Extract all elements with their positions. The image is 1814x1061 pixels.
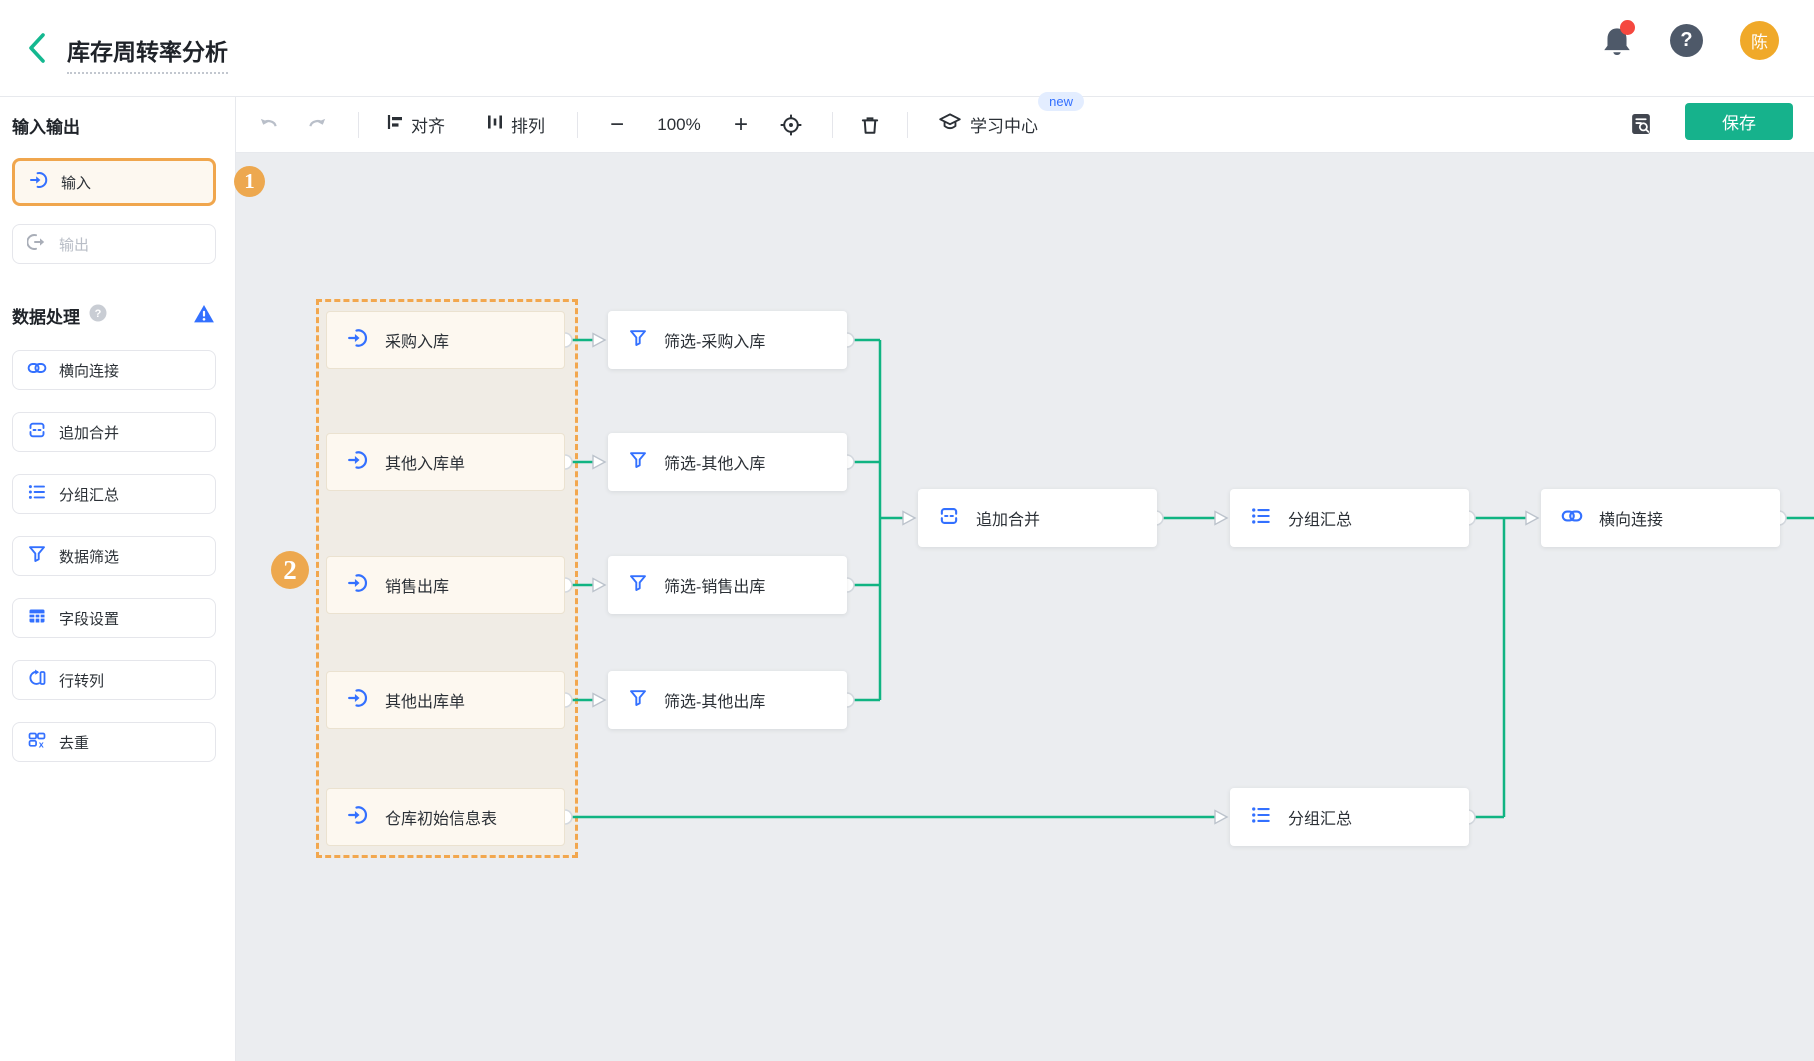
filter-icon — [628, 688, 648, 713]
filter-icon — [628, 573, 648, 598]
sidebar-item-output: 输出 — [12, 224, 216, 264]
learning-center-button[interactable]: 学习中心 new — [938, 92, 1084, 139]
sidebar-item-label: 追加合并 — [59, 424, 120, 442]
node-label: 筛选-其他出库 — [664, 694, 766, 711]
node-label: 追加合并 — [976, 512, 1041, 529]
node-input-other-out[interactable]: 其他出库单 — [326, 671, 565, 729]
chain-link-icon — [1561, 505, 1583, 532]
node-label: 销售出库 — [385, 579, 450, 596]
canvas-toolbar: 对齐 排列 − 100% + 学习中心 new 保 — [236, 92, 1814, 153]
node-input-warehouse-init[interactable]: 仓库初始信息表 — [326, 788, 565, 846]
node-label: 分组汇总 — [1288, 811, 1353, 828]
help-icon[interactable]: ? — [1670, 24, 1703, 57]
align-icon — [385, 112, 405, 137]
node-label: 分组汇总 — [1288, 512, 1353, 529]
sidebar-item-horizontal-join[interactable]: 横向连接 — [12, 350, 216, 390]
sidebar-item-field-settings[interactable]: 字段设置 — [12, 598, 216, 638]
node-filter-purchase-in[interactable]: 筛选-采购入库 — [608, 311, 847, 369]
node-filter-other-in[interactable]: 筛选-其他入库 — [608, 433, 847, 491]
align-button[interactable]: 对齐 — [385, 112, 445, 137]
sidebar: 输入输出 输入 输出 数据处理 — [0, 97, 236, 1061]
input-icon — [29, 170, 49, 194]
sidebar-item-label: 输出 — [59, 236, 90, 254]
input-icon — [347, 687, 369, 714]
sidebar-item-group-summary[interactable]: 分组汇总 — [12, 474, 216, 514]
node-label: 横向连接 — [1599, 512, 1664, 529]
dedupe-icon: x — [27, 730, 47, 754]
sidebar-item-append-merge[interactable]: 追加合并 — [12, 412, 216, 452]
warning-icon[interactable] — [193, 303, 215, 325]
node-label: 其他入库单 — [385, 456, 466, 473]
avatar[interactable]: 陈 — [1740, 21, 1779, 60]
filter-icon — [628, 328, 648, 353]
arrange-icon — [485, 112, 505, 137]
sidebar-item-label: 横向连接 — [59, 362, 120, 380]
node-label: 筛选-销售出库 — [664, 579, 766, 596]
step-badge-1: 1 — [234, 166, 265, 197]
group-summary-icon — [1250, 804, 1272, 831]
node-horizontal-join[interactable]: 横向连接 — [1541, 489, 1780, 547]
filter-icon — [628, 450, 648, 475]
flow-canvas[interactable]: 采购入库 其他入库单 销售出库 其他出库单 仓库初始信息表 筛选-采购入库 筛选… — [236, 153, 1814, 1061]
graduation-cap-icon — [938, 110, 962, 139]
node-filter-other-out[interactable]: 筛选-其他出库 — [608, 671, 847, 729]
new-badge: new — [1038, 92, 1084, 111]
sidebar-item-row-to-column[interactable]: 行转列 — [12, 660, 216, 700]
node-group-summary-bottom[interactable]: 分组汇总 — [1230, 788, 1469, 846]
filter-icon — [27, 544, 47, 568]
input-icon — [347, 804, 369, 831]
sidebar-item-label: 数据筛选 — [59, 548, 120, 566]
node-label: 采购入库 — [385, 334, 450, 351]
node-label: 筛选-其他入库 — [664, 456, 766, 473]
append-merge-icon — [938, 505, 960, 532]
node-input-other-in[interactable]: 其他入库单 — [326, 433, 565, 491]
app-header: 库存周转率分析 ? 陈 — [0, 0, 1814, 97]
group-summary-icon — [27, 482, 47, 506]
io-section-title: 输入输出 — [12, 118, 80, 137]
node-label: 筛选-采购入库 — [664, 334, 766, 351]
zoom-level: 100% — [657, 114, 701, 134]
sidebar-item-label: 分组汇总 — [59, 486, 120, 504]
row-to-column-icon — [27, 668, 47, 692]
section-help-icon[interactable]: ? — [88, 303, 108, 328]
chain-link-icon — [27, 358, 47, 382]
node-input-sales-out[interactable]: 销售出库 — [326, 556, 565, 614]
append-merge-icon — [27, 420, 47, 444]
save-button[interactable]: 保存 — [1685, 103, 1793, 140]
output-icon — [26, 232, 47, 256]
sidebar-item-dedupe[interactable]: x 去重 — [12, 722, 216, 762]
delete-icon[interactable] — [855, 110, 885, 140]
zoom-in-button[interactable]: + — [733, 110, 748, 138]
page-title[interactable]: 库存周转率分析 — [67, 33, 228, 74]
input-icon — [347, 327, 369, 354]
doc-search-icon[interactable] — [1628, 111, 1654, 137]
arrange-button[interactable]: 排列 — [485, 112, 545, 137]
back-icon[interactable] — [22, 31, 52, 65]
locate-icon[interactable] — [776, 110, 806, 140]
notification-dot — [1620, 20, 1635, 35]
sidebar-item-input[interactable]: 输入 — [12, 158, 216, 206]
sidebar-item-label: 去重 — [59, 734, 90, 752]
sidebar-item-data-filter[interactable]: 数据筛选 — [12, 536, 216, 576]
svg-text:?: ? — [95, 308, 102, 320]
sidebar-item-label: 输入 — [61, 174, 92, 192]
sidebar-item-label: 字段设置 — [59, 610, 120, 628]
node-label: 其他出库单 — [385, 694, 466, 711]
process-section-title: 数据处理 ? — [12, 303, 108, 328]
input-icon — [347, 449, 369, 476]
step-badge-2: 2 — [271, 551, 309, 589]
sidebar-item-label: 行转列 — [59, 672, 105, 690]
input-icon — [347, 572, 369, 599]
node-filter-sales-out[interactable]: 筛选-销售出库 — [608, 556, 847, 614]
node-append-merge[interactable]: 追加合并 — [918, 489, 1157, 547]
node-group-summary-top[interactable]: 分组汇总 — [1230, 489, 1469, 547]
redo-icon[interactable] — [302, 110, 332, 140]
node-label: 仓库初始信息表 — [385, 811, 498, 828]
zoom-out-button[interactable]: − — [609, 110, 624, 138]
undo-icon[interactable] — [254, 110, 284, 140]
node-input-purchase-in[interactable]: 采购入库 — [326, 311, 565, 369]
table-icon — [27, 606, 47, 630]
group-summary-icon — [1250, 505, 1272, 532]
svg-text:x: x — [39, 739, 44, 749]
